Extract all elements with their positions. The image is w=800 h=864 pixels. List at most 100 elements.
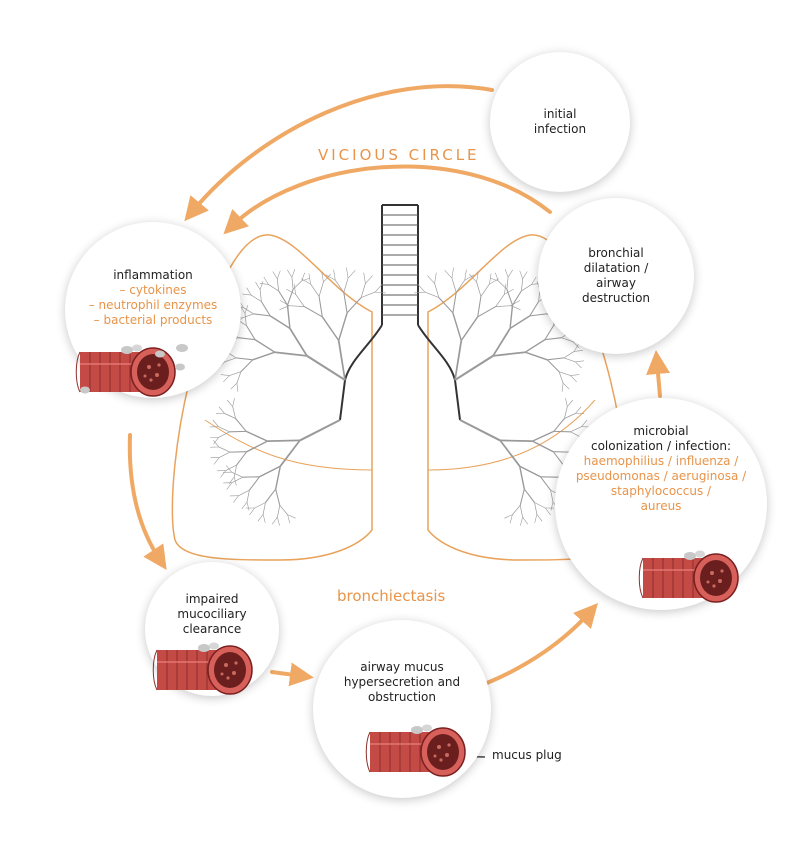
bronchus-branch — [263, 276, 269, 285]
bronchus-branch — [279, 505, 288, 515]
organism-label: haemophilius / influenza / — [583, 454, 739, 468]
bronchus-branch — [532, 440, 554, 453]
node-mucus-line: airway mucus — [360, 660, 444, 674]
bronchus-branch — [544, 337, 562, 341]
bronchus-branch — [243, 307, 254, 315]
node-mucus-line: obstruction — [367, 690, 437, 704]
bronchus-branch — [223, 375, 230, 383]
bronchus-branch — [536, 514, 543, 522]
bronchus-branch — [567, 399, 574, 407]
bronchus-branch — [519, 270, 523, 280]
node-dilatation-line: bronchial — [588, 246, 644, 260]
bronchus-branch — [244, 313, 247, 326]
bronchus-branch — [233, 476, 237, 486]
bronchus-branch — [338, 312, 348, 341]
bronchus-branch — [504, 268, 509, 278]
bronchus-branch — [257, 514, 264, 522]
bronchus-branch — [287, 289, 294, 306]
bronchus-branch — [238, 337, 256, 341]
organism-label: pseudomonas / aeruginosa / — [575, 469, 747, 483]
bronchus-branch — [245, 325, 256, 340]
bronchus-branch — [323, 273, 331, 283]
bronchus-branch — [231, 471, 243, 478]
bronchus-branch — [272, 271, 278, 280]
bronchus-branch — [289, 305, 305, 307]
bronchus-branch — [274, 351, 308, 357]
bronchus-branch — [570, 374, 580, 376]
node-clearance-line: mucociliary — [177, 607, 247, 621]
bronchus-branch — [333, 269, 336, 281]
bronchus-branch — [213, 437, 219, 445]
bronchus-branch — [509, 514, 513, 524]
arrow-clearance-to-mucus — [270, 662, 314, 687]
bronchus-branch — [563, 357, 576, 363]
organism-label: staphylococcus / — [610, 484, 712, 498]
node-clearance-text: impaired mucociliary clearance — [177, 592, 246, 637]
bronchus-branch — [212, 419, 219, 427]
bronchus-branch — [278, 290, 288, 306]
bronchus-branch — [242, 293, 252, 296]
bronchus-branch — [260, 301, 271, 317]
bronchus-branch — [374, 283, 383, 293]
organism-label: aureus — [640, 499, 682, 513]
bronchus-branch — [277, 270, 281, 280]
bronchus-branch — [259, 465, 281, 478]
bronchus-branch — [444, 269, 453, 279]
node-initial-line: infection — [533, 122, 587, 136]
bronchus-branch — [504, 514, 513, 519]
bronchus-branch — [236, 383, 239, 392]
bronchus-branch — [275, 466, 281, 490]
bronchus-branch — [434, 283, 440, 298]
bronchus-branch — [219, 451, 231, 458]
bronchus-branch — [452, 292, 457, 313]
arrow-inflammation-to-clearance — [127, 433, 167, 570]
bronchus-branch — [291, 277, 294, 290]
bronchus-branch — [235, 418, 247, 432]
bronchus-branch — [553, 418, 565, 432]
bronchus-branch — [581, 419, 588, 427]
bronchus-branch — [343, 292, 348, 313]
bronchus-branch — [360, 291, 376, 298]
bronchus-branch — [291, 268, 296, 278]
bronchus-branch — [550, 502, 554, 511]
bronchus-branch — [519, 465, 541, 478]
bronchus-branch — [321, 271, 324, 283]
bronchus-branch — [229, 371, 242, 376]
bronchus-branch — [455, 279, 465, 293]
bronchus-branch — [301, 278, 311, 285]
bronchus-branch — [521, 284, 532, 292]
bronchus-branch — [224, 357, 237, 363]
bronchus-branch — [524, 339, 546, 353]
bronchus-branch — [492, 351, 526, 357]
bronchus-branch — [575, 406, 582, 414]
bronchus-branch — [464, 269, 467, 281]
bronchus-branch — [519, 466, 525, 490]
bronchus-branch — [293, 283, 296, 295]
bronchus-branch — [534, 502, 546, 509]
bronchus-branch — [233, 465, 237, 477]
bronchus-branch — [529, 313, 547, 317]
bronchus-branch — [233, 495, 239, 503]
bronchus-branch — [522, 517, 529, 525]
arrow-microbial-to-dilatation — [646, 350, 671, 398]
node-dilatation-line: airway — [596, 276, 636, 290]
bronchus-branch — [254, 339, 276, 353]
node-inflammation-line: inflammation — [113, 268, 193, 282]
bronchus-branch — [434, 272, 437, 284]
bronchus-branch — [524, 351, 548, 361]
arrow-initial-to-inflammation — [184, 84, 494, 222]
bronchus-branch — [562, 382, 570, 390]
bronchus-branch — [520, 517, 523, 526]
bronchus-branch — [241, 501, 248, 510]
bronchus-branch — [417, 283, 426, 293]
bronchus-branch — [438, 297, 454, 314]
bronchus-branch — [289, 327, 308, 357]
bronchus-branch — [269, 315, 291, 329]
bronchus-branch — [346, 297, 362, 314]
bronchus-branch — [504, 288, 514, 295]
bronchus-branch — [522, 271, 528, 280]
bronchus-branch — [573, 343, 579, 352]
bronchus-branch — [545, 507, 551, 516]
center-label: bronchiectasis — [337, 587, 446, 605]
bronchus-branch — [236, 357, 253, 361]
